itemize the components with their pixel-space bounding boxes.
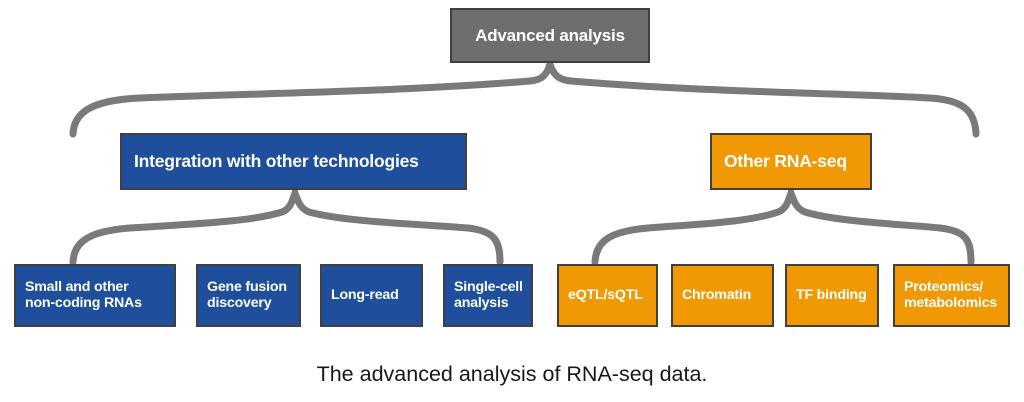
node-integration-with-other-technologies: Integration with other technologies [120, 133, 467, 190]
leaf-line-1: Long-read [331, 286, 399, 303]
node-tf-binding: TF binding [785, 264, 879, 327]
leaf-line-2: non-coding RNAs [25, 294, 142, 311]
node-proteomics-metabolomics-label: Proteomics/ metabolomics [904, 278, 1004, 312]
node-long-read: Long-read [320, 264, 423, 327]
leaf-line-1: Gene fusion [207, 278, 287, 295]
node-eqtl-sqtl-label: eQTL/sQTL [568, 286, 652, 304]
node-gene-fusion-discovery: Gene fusion discovery [196, 264, 301, 327]
node-integration-with-other-technologies-label: Integration with other technologies [134, 150, 419, 171]
leaf-line-1: Single-cell [454, 278, 523, 295]
connector-other-rnaseq-to-children [591, 186, 975, 266]
connector-integration-to-children [69, 186, 504, 266]
node-eqtl-sqtl: eQTL/sQTL [557, 264, 658, 327]
node-advanced-analysis: Advanced analysis [450, 8, 650, 63]
connector-root-to-branches [69, 58, 980, 138]
node-tf-binding-label: TF binding [796, 286, 873, 304]
node-small-and-other-non-coding-rnas-label: Small and other non-coding RNAs [25, 278, 170, 312]
node-single-cell-analysis-label: Single-cell analysis [454, 278, 527, 312]
figure-caption: The advanced analysis of RNA-seq data. [316, 362, 708, 386]
node-other-rna-seq-label: Other RNA-seq [724, 150, 847, 171]
leaf-line-1: Proteomics/ [904, 278, 984, 295]
node-chromatin: Chromatin [671, 264, 774, 327]
leaf-line-2: discovery [207, 294, 272, 311]
leaf-line-1: eQTL/sQTL [568, 286, 643, 303]
leaf-line-1: Small and other [25, 278, 129, 295]
leaf-line-2: analysis [454, 294, 509, 311]
leaf-line-1: Chromatin [682, 286, 752, 303]
node-other-rna-seq: Other RNA-seq [710, 133, 872, 190]
node-single-cell-analysis: Single-cell analysis [443, 264, 533, 327]
node-proteomics-metabolomics: Proteomics/ metabolomics [893, 264, 1010, 327]
node-long-read-label: Long-read [331, 286, 417, 304]
leaf-line-2: metabolomics [904, 294, 997, 311]
node-chromatin-label: Chromatin [682, 286, 768, 304]
leaf-line-1: TF binding [796, 286, 867, 303]
node-small-and-other-non-coding-rnas: Small and other non-coding RNAs [14, 264, 176, 327]
node-gene-fusion-discovery-label: Gene fusion discovery [207, 278, 295, 312]
node-advanced-analysis-label: Advanced analysis [475, 25, 625, 45]
